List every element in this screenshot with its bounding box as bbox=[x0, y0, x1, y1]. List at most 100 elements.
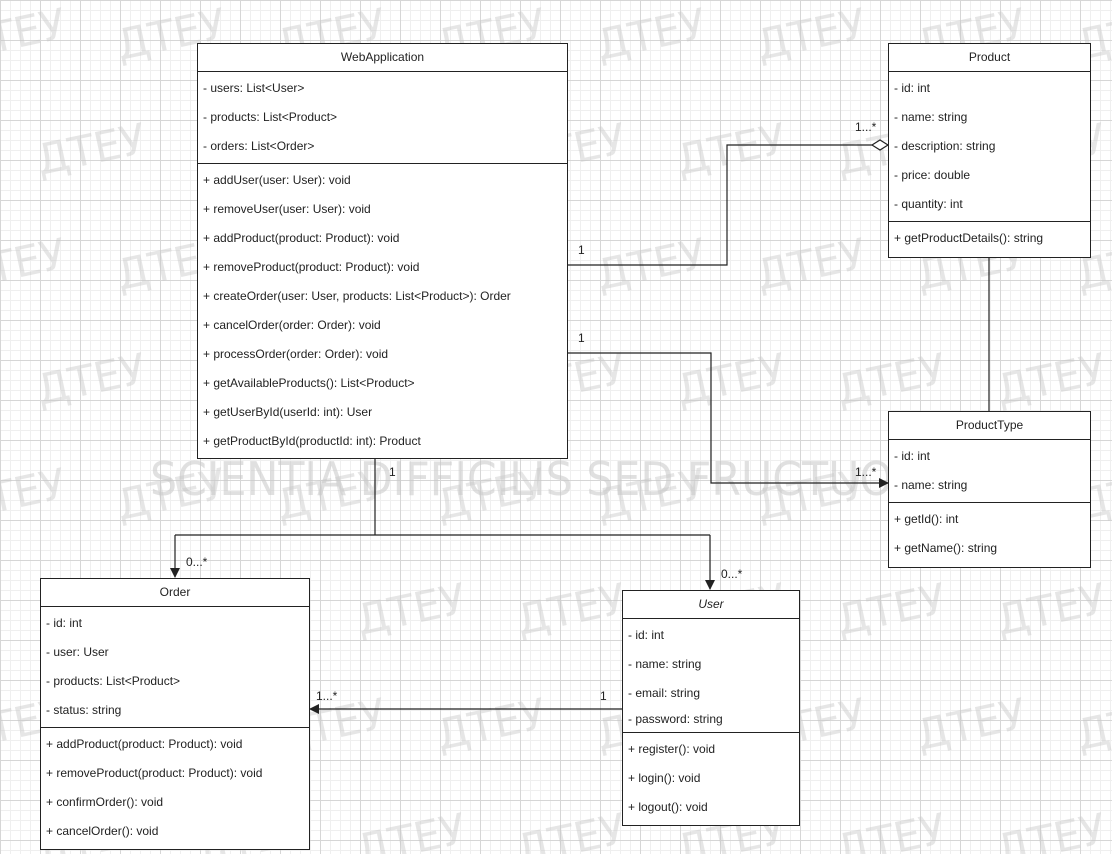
watermark-text: ДТЕУ bbox=[992, 804, 1110, 854]
method-row: + addUser(user: User): void bbox=[203, 173, 351, 187]
class-webapplication[interactable]: WebApplication - users: List<User> - pro… bbox=[197, 43, 568, 459]
webapp-producttype-association-line bbox=[568, 352, 889, 488]
watermark-text: ДТЕУ bbox=[432, 459, 550, 530]
method-row: + addProduct(product: Product): void bbox=[46, 737, 243, 751]
watermark-text: ДТЕУ bbox=[32, 344, 150, 415]
watermark-text: ДТЕУ bbox=[512, 574, 630, 645]
watermark-text: ДТЕУ bbox=[0, 459, 70, 530]
method-row: + login(): void bbox=[628, 771, 701, 785]
attribute-row: - description: string bbox=[894, 139, 996, 153]
watermark-text: ДТЕУ bbox=[432, 689, 550, 760]
method-row: + createOrder(user: User, products: List… bbox=[203, 289, 511, 303]
attribute-row: - name: string bbox=[628, 657, 702, 671]
class-title: ProductType bbox=[889, 412, 1090, 440]
watermark-text: ДТЕУ bbox=[992, 574, 1110, 645]
method-row: + getProductById(productId: int): Produc… bbox=[203, 434, 421, 448]
attribute-row: - id: int bbox=[894, 81, 931, 95]
attributes-section: - id: int - user: User - products: List<… bbox=[41, 607, 309, 728]
methods-section: + getId(): int + getName(): string bbox=[889, 503, 1090, 565]
attribute-row: - id: int bbox=[628, 628, 665, 642]
attribute-row: - price: double bbox=[894, 168, 971, 182]
attribute-row: - name: string bbox=[894, 478, 968, 492]
attribute-row: - id: int bbox=[46, 616, 83, 630]
method-row: + removeProduct(product: Product): void bbox=[203, 260, 420, 274]
watermark-text: ДТЕУ bbox=[0, 229, 70, 300]
method-row: + cancelOrder(order: Order): void bbox=[203, 318, 381, 332]
attribute-row: - email: string bbox=[628, 686, 701, 700]
watermark-text: ДТЕУ bbox=[672, 114, 790, 185]
method-row: + register(): void bbox=[628, 742, 716, 756]
watermark-motto: SCIENTIA DIFFICILIS SED FRUCTUOSA bbox=[150, 452, 950, 506]
attribute-row: - users: List<User> bbox=[203, 81, 305, 95]
method-row: + getName(): string bbox=[894, 541, 998, 555]
methods-section: + addProduct(product: Product): void + r… bbox=[41, 728, 309, 848]
multiplicity-label: 1 bbox=[600, 689, 607, 703]
webapp-product-aggregation-line bbox=[568, 144, 872, 266]
method-row: + addProduct(product: Product): void bbox=[203, 231, 400, 245]
attribute-row: - status: string bbox=[46, 703, 122, 717]
class-title: Order bbox=[41, 579, 309, 607]
multiplicity-label: 0...* bbox=[186, 555, 208, 569]
multiplicity-label: 1 bbox=[578, 331, 585, 345]
attributes-section: - id: int - name: string - description: … bbox=[889, 72, 1090, 222]
attributes-section: - users: List<User> - products: List<Pro… bbox=[198, 72, 567, 164]
watermark-text: ДТЕУ bbox=[832, 804, 950, 854]
class-title: Product bbox=[889, 44, 1090, 72]
watermark-text: ДТЕУ bbox=[352, 574, 470, 645]
watermark-text: ДТЕУ bbox=[592, 229, 710, 300]
attribute-row: - id: int bbox=[894, 449, 931, 463]
class-user[interactable]: User - id: int - name: string - email: s… bbox=[622, 590, 800, 826]
methods-section: + getProductDetails(): string bbox=[889, 222, 1090, 255]
aggregation-diamond bbox=[870, 139, 890, 151]
method-row: + logout(): void bbox=[628, 800, 708, 814]
watermark-text: ДТЕУ bbox=[912, 689, 1030, 760]
method-row: + getAvailableProducts(): List<Product> bbox=[203, 376, 415, 390]
multiplicity-label: 1...* bbox=[316, 689, 338, 703]
attribute-row: - orders: List<Order> bbox=[203, 139, 315, 153]
watermark-text: ДТЕУ bbox=[0, 0, 70, 70]
methods-section: + register(): void + login(): void + log… bbox=[623, 733, 799, 824]
method-row: + getId(): int bbox=[894, 512, 959, 526]
watermark-text: ДТЕУ bbox=[752, 229, 870, 300]
watermark-text: ДТЕУ bbox=[512, 804, 630, 854]
watermark-text: ДТЕУ bbox=[592, 0, 710, 70]
watermark-text: ДТЕУ bbox=[1072, 689, 1112, 760]
watermark-text: ДТЕУ bbox=[752, 459, 870, 530]
class-title: WebApplication bbox=[198, 44, 567, 72]
multiplicity-label: 1...* bbox=[855, 120, 877, 134]
multiplicity-label: 1...* bbox=[855, 465, 877, 479]
multiplicity-label: 0...* bbox=[721, 567, 743, 581]
attribute-row: - name: string bbox=[894, 110, 968, 124]
multiplicity-label: 1 bbox=[578, 243, 585, 257]
attribute-row: - user: User bbox=[46, 645, 109, 659]
attribute-row: - quantity: int bbox=[894, 197, 963, 211]
watermark-text: ДТЕУ bbox=[112, 459, 230, 530]
watermark-text: ДТЕУ bbox=[32, 114, 150, 185]
method-row: + processOrder(order: Order): void bbox=[203, 347, 389, 361]
method-row: + removeProduct(product: Product): void bbox=[46, 766, 263, 780]
watermark-text: ДТЕУ bbox=[992, 344, 1110, 415]
method-row: + getProductDetails(): string bbox=[894, 231, 1044, 245]
multiplicity-label: 1 bbox=[389, 465, 396, 479]
attributes-section: - id: int - name: string bbox=[889, 440, 1090, 503]
watermark-text: ДТЕУ bbox=[272, 459, 390, 530]
watermark-text: ДТЕУ bbox=[672, 344, 790, 415]
attribute-row: - products: List<Product> bbox=[46, 674, 181, 688]
method-row: + getUserById(userId: int): User bbox=[203, 405, 373, 419]
watermark-text: ДТЕУ bbox=[752, 0, 870, 70]
watermark-text: ДТЕУ bbox=[832, 344, 950, 415]
class-order[interactable]: Order - id: int - user: User - products:… bbox=[40, 578, 310, 850]
method-row: + confirmOrder(): void bbox=[46, 795, 164, 809]
watermark-text: ДТЕУ bbox=[592, 459, 710, 530]
watermark-text: ДТЕУ bbox=[832, 574, 950, 645]
attribute-row: - password: string bbox=[628, 712, 723, 726]
class-product[interactable]: Product - id: int - name: string - descr… bbox=[888, 43, 1091, 258]
attributes-section: - id: int - name: string - email: string… bbox=[623, 619, 799, 733]
attribute-row: - products: List<Product> bbox=[203, 110, 338, 124]
class-producttype[interactable]: ProductType - id: int - name: string + g… bbox=[888, 411, 1091, 568]
class-title: User bbox=[623, 591, 799, 619]
methods-section: + addUser(user: User): void + removeUser… bbox=[198, 164, 567, 458]
method-row: + removeUser(user: User): void bbox=[203, 202, 371, 216]
watermark-text: ДТЕУ bbox=[352, 804, 470, 854]
method-row: + cancelOrder(): void bbox=[46, 824, 159, 838]
